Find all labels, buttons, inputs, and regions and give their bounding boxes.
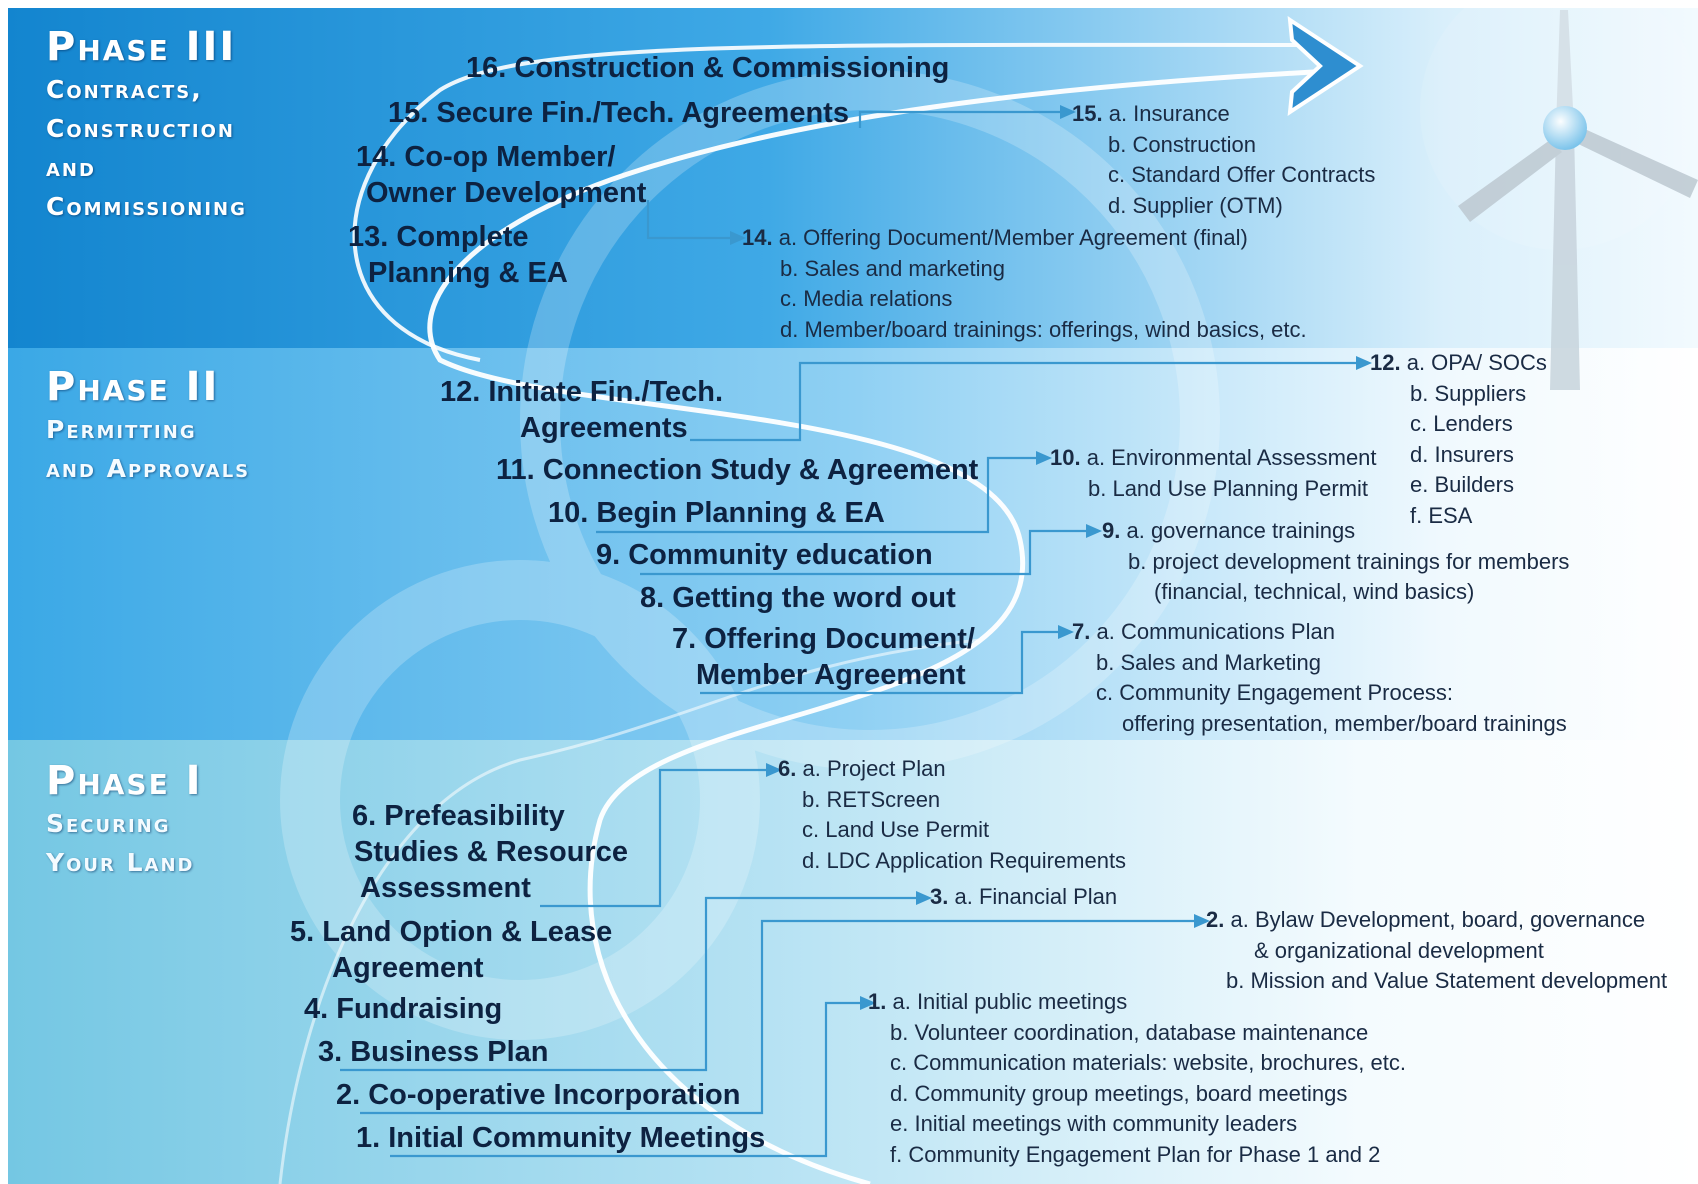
connector-arrowhead [1086,524,1102,538]
step-12: 12. Initiate Fin./Tech. Agreements [440,376,724,444]
step-10: 10. Begin Planning & EA [548,497,885,529]
phase-subtitle: Contracts, [46,75,203,104]
connector-arrowhead [730,231,746,245]
connector-arrowhead [766,763,782,777]
phase-1-heading: Phase I Securing Your Land [46,758,203,882]
phase-2-heading: Phase II Permitting and Approvals [46,364,250,488]
arrow-path-outer [352,42,1321,362]
phase-subtitle: Commissioning [46,192,247,221]
phase3-band [8,8,1698,348]
phase-subtitle: Construction [46,114,235,143]
wind-turbine [1458,10,1698,390]
connector-arrowhead [1036,451,1052,465]
winding-path [427,67,1351,1184]
step-6: 6. Prefeasibility Studies & Resource Ass… [352,800,628,904]
step-1: 1. Initial Community Meetings [356,1122,766,1154]
connector-2 [360,919,1200,1115]
step-2: 2. Co-operative Incorporation [336,1079,741,1111]
connector-12 [690,361,1360,442]
detail-1: 1. a. Initial public meetings b. Volunte… [868,989,1406,1167]
connector-15 [858,110,1060,128]
step-11: 11. Connection Study & Agreement [496,454,979,486]
connector-arrowhead [1058,625,1074,639]
connector-14 [646,200,730,240]
phase-subtitle: Permitting [46,415,197,444]
phase-subtitle: Your Land [46,848,195,877]
step-16: 16. Construction & Commissioning [466,52,950,84]
phase2-band [8,348,1698,740]
connector-arrowhead [1356,356,1372,370]
connector-arrowhead [1060,105,1076,119]
step-7: 7. Offering Document/ Member Agreement [672,623,975,691]
connector-9 [640,529,1090,576]
step-3: 3. Business Plan [318,1036,549,1068]
step-13: 13. Complete Planning & EA [348,221,568,289]
connector-arrowhead [1194,914,1210,928]
step-4: 4. Fundraising [304,993,503,1025]
connector-7 [700,630,1064,695]
detail-14: 14. a. Offering Document/Member Agreemen… [742,225,1307,342]
detail-12: 12. a. OPA/ SOCs b. Suppliers c. Lenders… [1370,350,1547,528]
phase-title: Phase II [46,364,220,410]
detail-10: 10. a. Environmental Assessment b. Land … [1050,445,1377,501]
arrow-head [1287,16,1364,116]
step-5: 5. Land Option & Lease Agreement [290,916,613,984]
phase-subtitle: and [46,153,96,182]
detail-7: 7. a. Communications Plan b. Sales and M… [1072,619,1567,736]
connector-6 [540,768,770,908]
connector-1 [390,1001,866,1158]
detail-6: 6. a. Project Plan b. RETScreen c. Land … [778,756,1127,873]
connector-arrowhead [860,996,876,1010]
phase-3-heading: Phase III Contracts, Construction and Co… [46,24,247,226]
phase-title: Phase III [46,24,237,70]
phase-subtitle: and Approvals [46,454,251,483]
detail-9: 9. a. governance trainings b. project de… [1102,518,1570,604]
connector-arrowhead [916,891,932,905]
step-14: 14. Co-op Member/ Owner Development [356,141,647,209]
connector-3 [340,896,920,1072]
phase-title: Phase I [46,758,203,804]
phase-subtitle: Securing [46,809,171,838]
detail-2: 2. a. Bylaw Development, board, governan… [1206,907,1668,993]
step-8: 8. Getting the word out [640,582,956,614]
detail-3: 3. a. Financial Plan [930,884,1118,909]
detail-15: 15. a. Insurance b. Construction c. Stan… [1072,101,1376,218]
step-9: 9. Community education [596,539,933,571]
connector-10 [596,456,1040,534]
step-15: 15. Secure Fin./Tech. Agreements [388,97,849,129]
